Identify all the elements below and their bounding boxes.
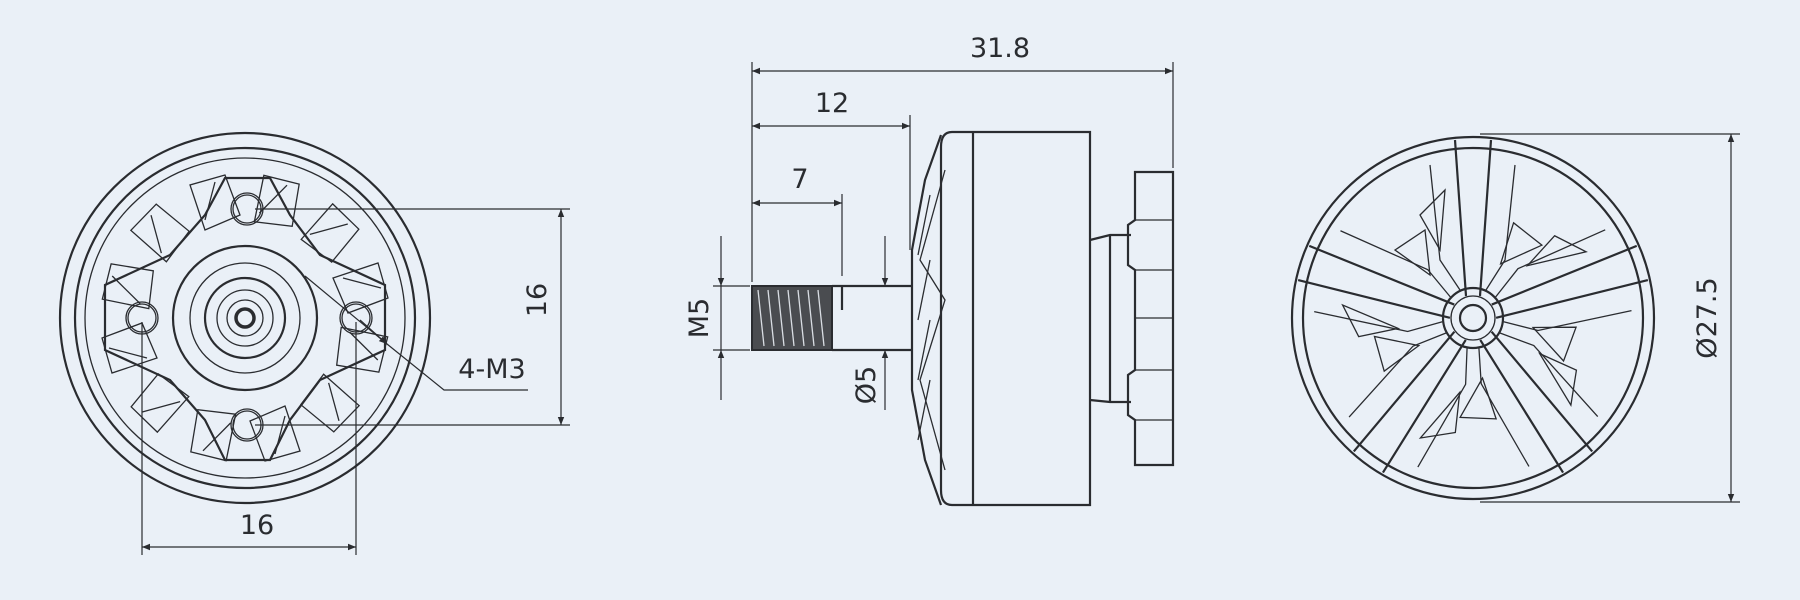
dim-text-12: 12 <box>815 88 849 119</box>
dim-text-7: 7 <box>791 164 808 195</box>
stator-slots <box>93 166 397 470</box>
dim-text-16-vertical: 16 <box>522 283 553 317</box>
dim-text-31-8: 31.8 <box>970 33 1030 64</box>
dim-text-diameter-5: Ø5 <box>851 366 882 404</box>
dim-thread-length: 7 <box>752 164 843 276</box>
rotor-vents <box>1326 188 1612 469</box>
rotor-bell <box>939 130 1092 507</box>
dim-thread-size: M5 <box>684 236 750 400</box>
dim-text-diameter-27-5: Ø27.5 <box>1692 277 1723 358</box>
dim-hole-spacing-horizontal: 16 <box>141 322 357 555</box>
front-view: 16 16 4-M3 <box>58 131 570 555</box>
dim-shaft-diameter: Ø5 <box>851 236 889 410</box>
hole-callout: 4-M3 <box>304 275 528 391</box>
hole-label-4-m3: 4-M3 <box>458 354 525 385</box>
threaded-shaft <box>751 284 912 352</box>
rotor-fins <box>910 134 946 506</box>
dim-overall-length: 31.8 <box>751 33 1174 282</box>
side-view: 31.8 12 7 M5 Ø5 <box>684 33 1175 507</box>
dim-text-16-horizontal: 16 <box>240 510 274 541</box>
rotor-spokes <box>1289 139 1657 489</box>
stator-base-neck <box>1089 233 1131 404</box>
dim-text-m5: M5 <box>684 298 715 338</box>
rear-view: Ø27.5 <box>1289 133 1740 503</box>
dim-shaft-length: 12 <box>752 88 911 250</box>
mount-cross-plate <box>103 176 387 462</box>
dim-hole-spacing-vertical: 16 <box>255 208 570 426</box>
dim-outer-diameter: Ø27.5 <box>1480 133 1740 503</box>
base-flange <box>1126 170 1175 467</box>
